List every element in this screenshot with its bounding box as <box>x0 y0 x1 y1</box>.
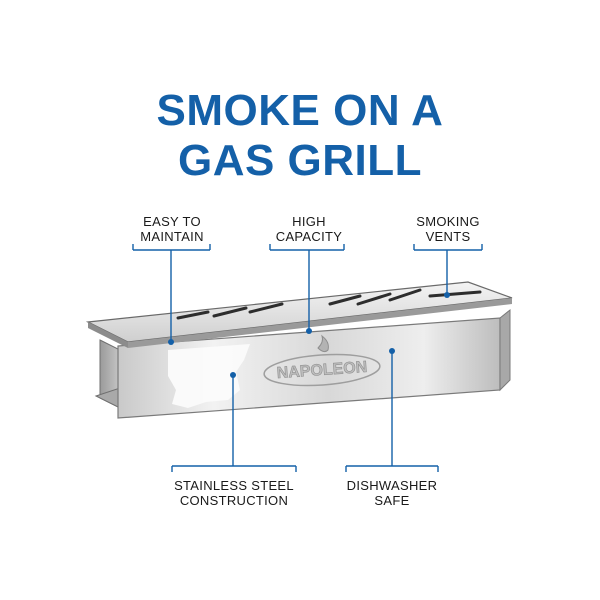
vent-slot <box>388 288 422 302</box>
callout-leaders <box>132 244 483 472</box>
vent-slot <box>356 292 392 306</box>
callout-easy-line-2: MAINTAIN <box>140 229 204 244</box>
callout-dishwasher-line-1: DISHWASHER <box>346 478 438 493</box>
callout-steel-line-1: STAINLESS STEEL <box>174 478 294 493</box>
callout-dot-dishwasher <box>389 348 395 354</box>
napoleon-flame-logo: NAPOLEON <box>263 334 381 387</box>
callout-bracket-vents <box>413 244 483 251</box>
callout-dots <box>168 292 450 378</box>
callout-smoking-vents: SMOKING VENTS <box>398 214 498 244</box>
callout-easy-to-maintain: EASY TO MAINTAIN <box>122 214 222 244</box>
callout-bracket-easy-ends <box>132 244 211 250</box>
callout-easy-line-1: EASY TO <box>143 214 201 229</box>
vent-slot <box>328 294 362 306</box>
vent-slot <box>176 310 210 320</box>
callout-stainless-steel: STAINLESS STEEL CONSTRUCTION <box>164 478 304 508</box>
vent-slot <box>212 306 248 318</box>
headline: SMOKE ON A GAS GRILL <box>0 86 600 186</box>
callout-bracket-dishwasher <box>345 465 439 472</box>
smoker-box-lid <box>85 281 513 348</box>
smoker-box-body <box>117 308 511 419</box>
callout-bracket-steel <box>171 465 297 472</box>
vent-slot <box>428 290 482 298</box>
callout-bracket-capacity <box>269 244 345 251</box>
callout-dot-capacity <box>306 328 312 334</box>
callout-dot-steel <box>230 372 236 378</box>
headline-line-1: SMOKE ON A <box>156 86 444 135</box>
callout-dishwasher-safe: DISHWASHER SAFE <box>336 478 448 508</box>
callout-dot-easy <box>168 339 174 345</box>
callout-vents-line-1: SMOKING <box>416 214 480 229</box>
vent-slot <box>248 302 284 314</box>
callout-high-capacity: HIGH CAPACITY <box>259 214 359 244</box>
callout-dishwasher-line-2: SAFE <box>374 493 410 508</box>
callout-capacity-line-1: HIGH <box>292 214 326 229</box>
brand-logo-text: NAPOLEON <box>276 359 368 382</box>
callout-dot-vents <box>444 292 450 298</box>
callout-capacity-line-2: CAPACITY <box>275 229 343 244</box>
smoking-vent-slots <box>176 288 482 320</box>
headline-line-2: GAS GRILL <box>177 136 423 185</box>
callout-vents-line-2: VENTS <box>425 229 471 244</box>
callout-steel-line-2: CONSTRUCTION <box>179 493 289 508</box>
